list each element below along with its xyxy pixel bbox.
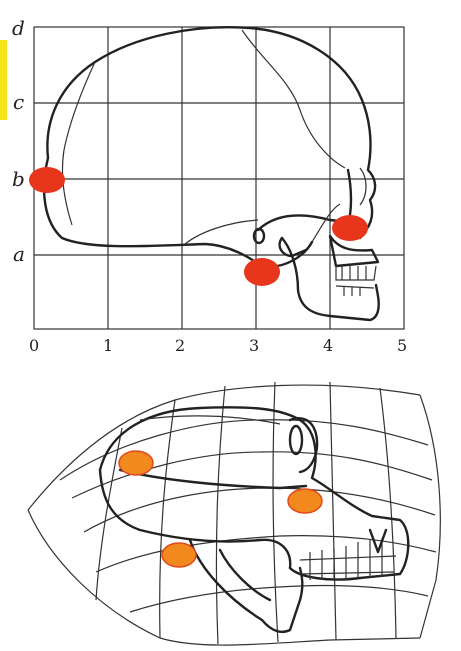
y-label-a: a [13,242,25,266]
marker-ape-mastoid [162,543,196,567]
x-label-2: 2 [175,336,185,355]
x-label-0: 0 [29,336,39,355]
human-skull-figure: d c b a 0 1 2 3 4 5 [12,16,407,355]
marker-mastoid [244,258,280,286]
x-label-5: 5 [397,336,407,355]
yellow-accent-strip [0,40,7,120]
marker-occiput [29,167,65,193]
deformed-grid [28,382,440,645]
ape-skull-drawing [100,407,408,632]
y-label-b: b [12,167,25,191]
y-label-c: c [13,90,24,114]
ape-skull-figure [28,382,440,645]
x-label-3: 3 [249,336,259,355]
x-label-1: 1 [103,336,113,355]
marker-ape-zygoma [288,489,322,513]
y-label-d: d [12,16,25,40]
x-label-4: 4 [323,336,333,355]
marker-ape-occiput [119,451,153,475]
marker-zygoma [332,215,368,241]
human-skull-drawing [44,27,379,320]
